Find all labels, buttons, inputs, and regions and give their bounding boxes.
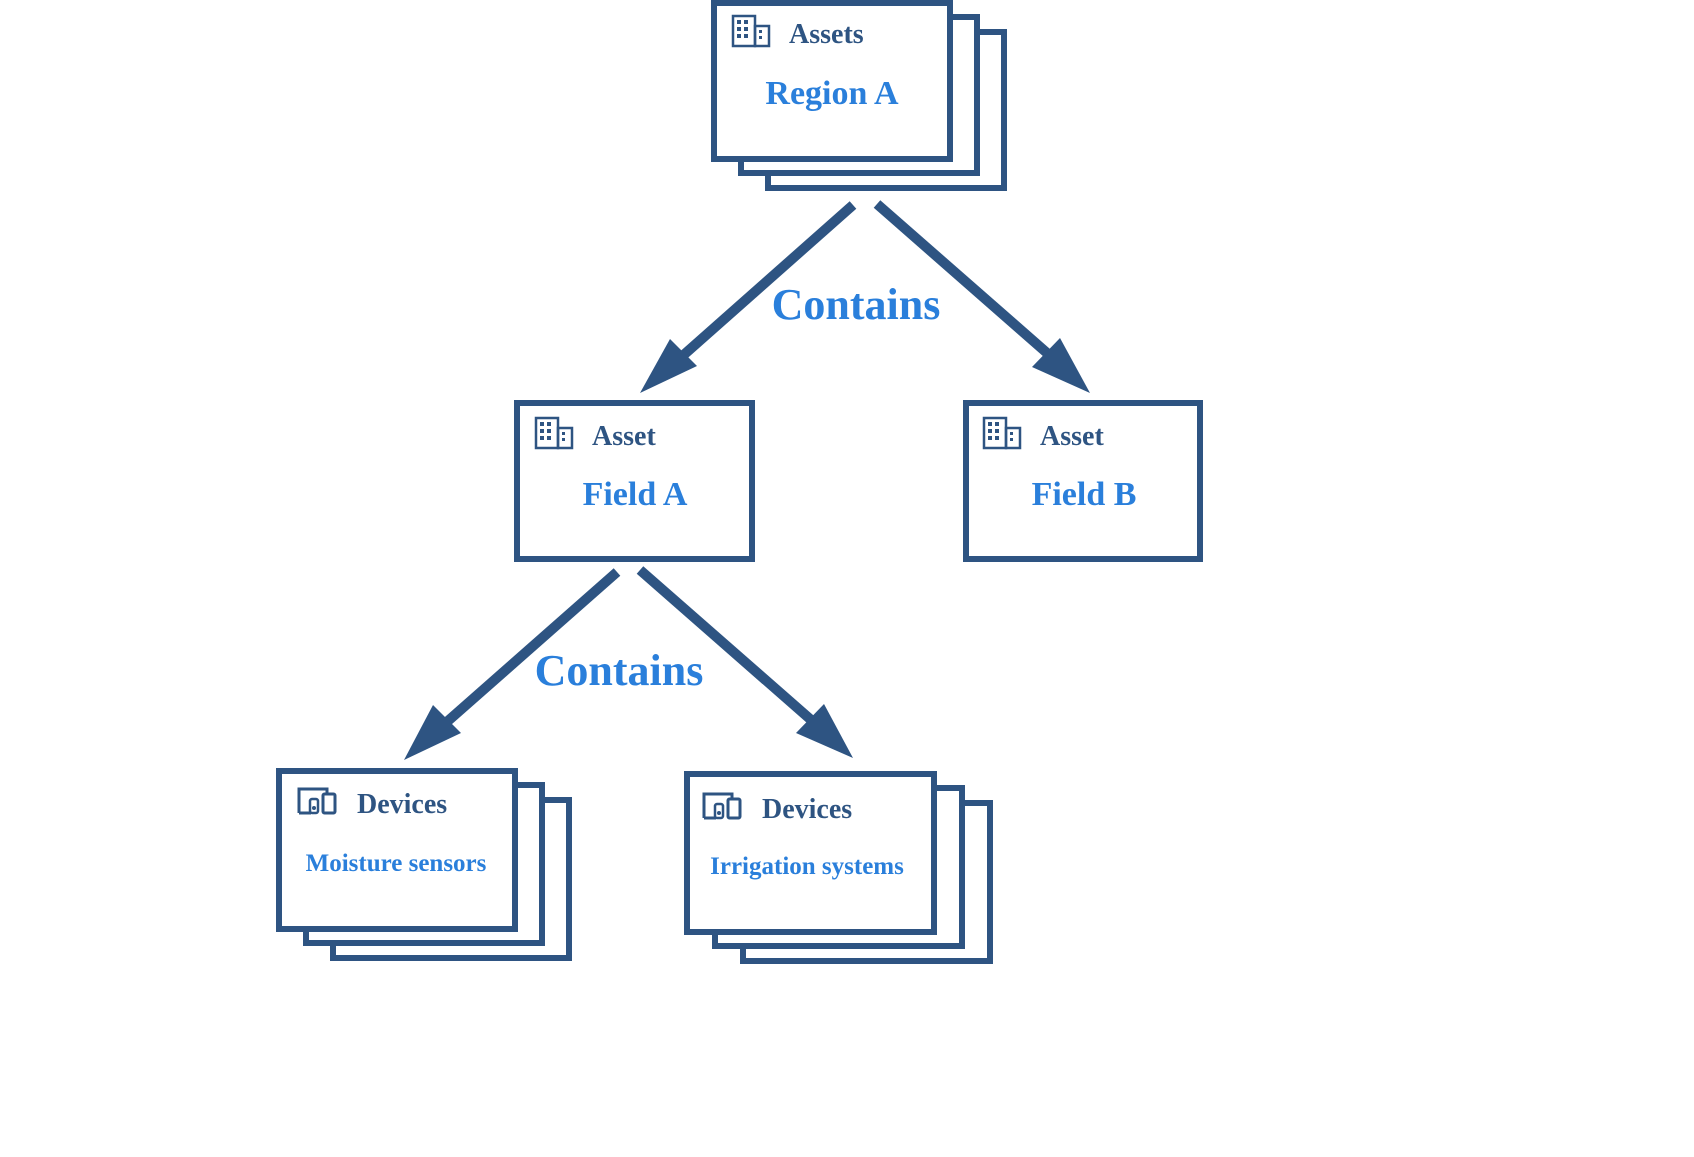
node-field-a[interactable]: Asset Field A: [514, 400, 755, 562]
node-box-front: [711, 0, 953, 162]
node-name-label: Field A: [583, 476, 688, 513]
node-moisture-sensors[interactable]: Devices Moisture sensors: [276, 768, 572, 961]
node-name-label: Irrigation systems: [710, 853, 904, 880]
arrowhead: [1032, 338, 1090, 393]
node-box: [514, 400, 755, 562]
arrowhead: [404, 705, 461, 760]
edge-label-contains: Contains: [535, 646, 704, 695]
node-irrigation-systems[interactable]: Devices Irrigation systems: [684, 771, 993, 964]
node-name-label: Field B: [1032, 476, 1137, 513]
node-region-a[interactable]: Assets Region A: [711, 0, 1007, 191]
node-type-label: Devices: [762, 794, 852, 825]
node-name-label: Moisture sensors: [306, 850, 487, 877]
node-type-label: Asset: [1040, 421, 1104, 452]
edge-label-contains: Contains: [772, 280, 941, 329]
arrow-shaft: [666, 201, 857, 371]
node-box-front: [276, 768, 518, 932]
edge-region-to-field-b: [873, 200, 1090, 393]
arrow-shaft: [428, 568, 621, 739]
node-type-label: Assets: [789, 19, 864, 50]
arrow-shaft: [873, 200, 1067, 371]
edge-region-to-field-a: [640, 201, 857, 393]
edge-field-a-to-moisture-sensors: [404, 568, 621, 760]
node-type-label: Devices: [357, 789, 447, 820]
node-name-label: Region A: [765, 75, 899, 112]
node-type-label: Asset: [592, 421, 656, 452]
arrowhead: [796, 704, 853, 758]
edge-field-a-to-irrigation-systems: [636, 566, 853, 758]
arrowhead: [640, 339, 697, 393]
node-field-b[interactable]: Asset Field B: [963, 400, 1203, 562]
arrow-shaft: [636, 566, 830, 737]
